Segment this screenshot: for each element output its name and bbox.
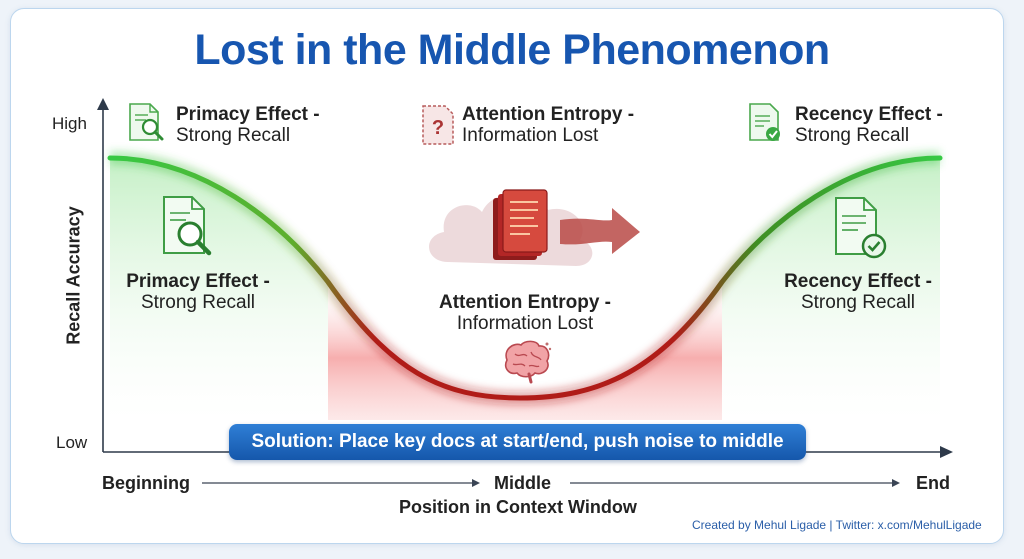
document-magnifier-icon	[129, 103, 164, 141]
top-entropy-title: Attention Entropy -	[462, 104, 635, 125]
zone-primacy-subtitle: Strong Recall	[140, 292, 256, 313]
top-label-primacy: Primacy Effect - Strong Recall	[176, 104, 320, 146]
page-title: Lost in the Middle Phenomenon	[194, 26, 830, 74]
zone-recency-subtitle: Strong Recall	[800, 292, 916, 313]
brain-icon	[504, 340, 552, 384]
top-primacy-subtitle: Strong Recall	[176, 125, 291, 146]
x-axis-arrows	[202, 479, 900, 487]
document-check-icon	[749, 103, 780, 141]
zone-label-entropy: Attention Entropy - Information Lost	[420, 292, 630, 334]
x-axis-start: Beginning	[102, 473, 190, 493]
y-axis-label: Recall Accuracy	[63, 206, 84, 345]
zone-label-recency: Recency Effect - Strong Recall	[768, 271, 948, 313]
recall-curve	[107, 155, 943, 401]
recency-zone-icon	[835, 197, 887, 259]
zone-label-primacy: Primacy Effect - Strong Recall	[108, 271, 288, 313]
top-label-recency: Recency Effect - Strong Recall	[795, 104, 943, 146]
zone-primacy-title: Primacy Effect -	[126, 271, 270, 292]
top-primacy-title: Primacy Effect -	[176, 104, 320, 125]
top-entropy-subtitle: Information Lost	[462, 125, 599, 146]
y-axis-low: Low	[56, 433, 88, 452]
zone-recency-title: Recency Effect -	[784, 271, 932, 292]
document-question-icon: ?	[422, 105, 454, 145]
zone-entropy-title: Attention Entropy -	[438, 292, 612, 313]
svg-text:?: ?	[432, 117, 444, 139]
x-axis-label: Position in Context Window	[399, 497, 637, 517]
solution-banner: Solution: Place key docs at start/end, p…	[229, 424, 806, 460]
top-recency-subtitle: Strong Recall	[795, 125, 910, 146]
x-axis-end: End	[916, 473, 950, 493]
y-axis	[97, 98, 109, 452]
credit-line: Created by Mehul Ligade | Twitter: x.com…	[692, 518, 982, 532]
top-label-entropy: Attention Entropy - Information Lost	[462, 104, 634, 146]
arrow-right-icon	[560, 208, 640, 254]
x-axis-middle: Middle	[494, 473, 551, 493]
primacy-zone-icon	[163, 196, 212, 256]
recency-zone-fill	[722, 158, 940, 420]
y-axis-high: High	[52, 114, 87, 133]
zone-entropy-subtitle: Information Lost	[456, 313, 594, 334]
cloud-documents-icon	[429, 189, 593, 266]
top-recency-title: Recency Effect -	[795, 104, 943, 125]
